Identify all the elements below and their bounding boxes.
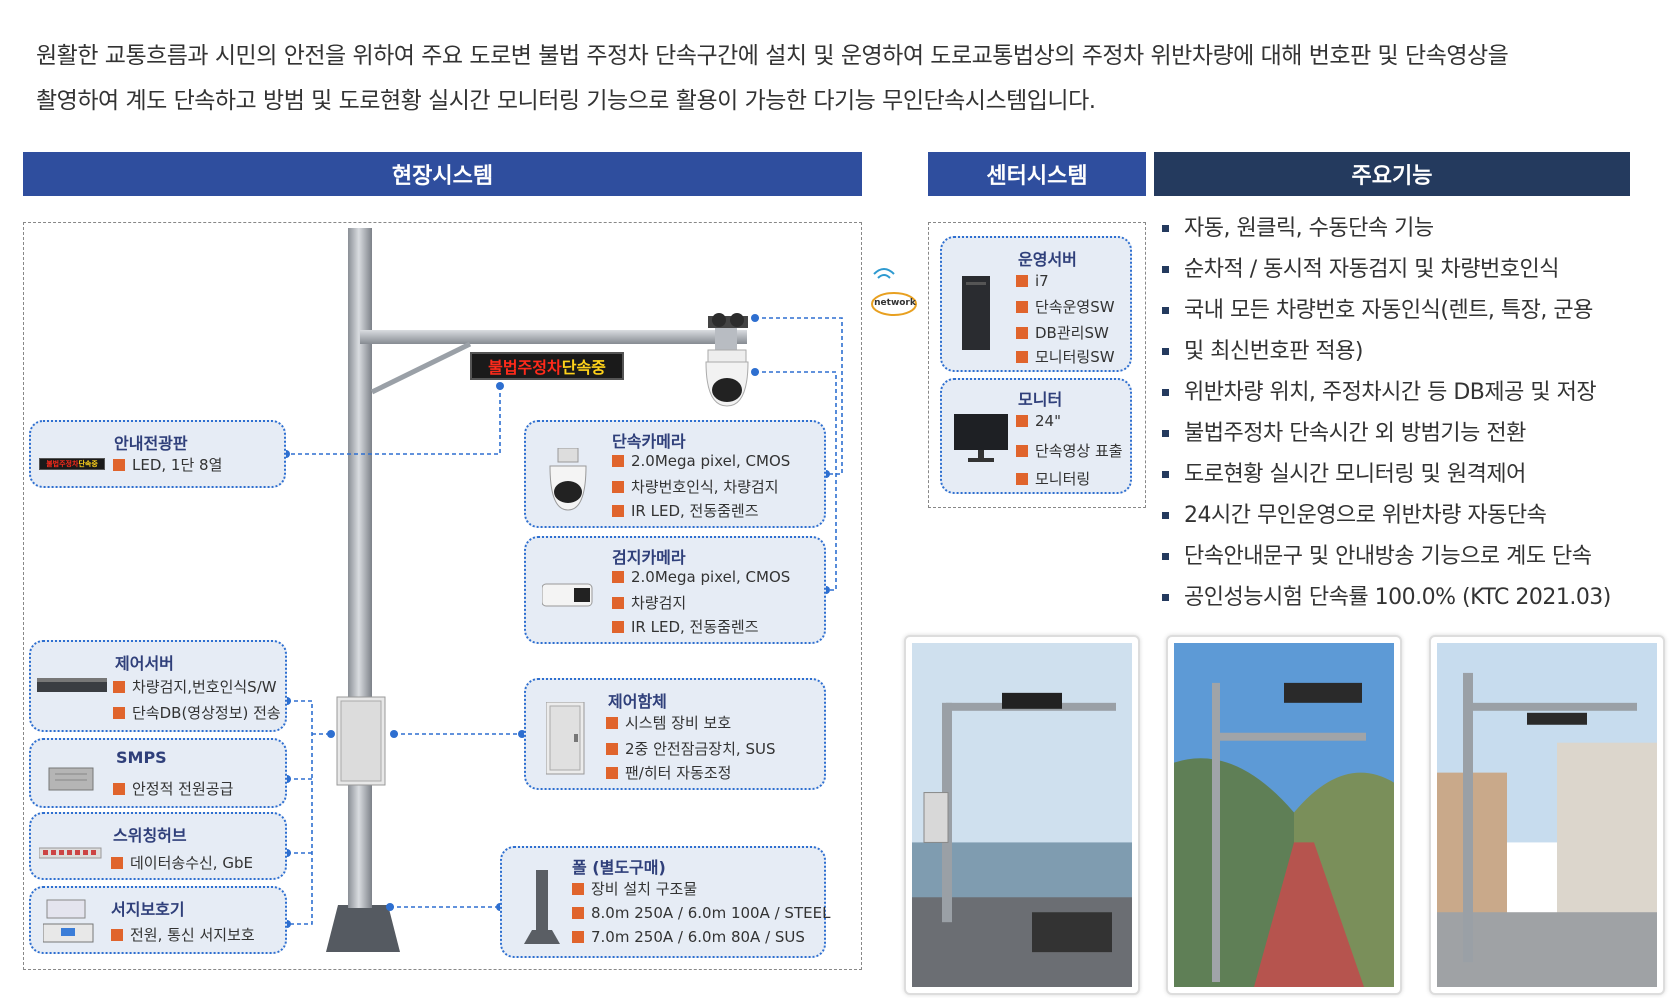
monitor-item: 모니터링 (1016, 468, 1090, 489)
main-functions-header: 주요기능 (1154, 152, 1630, 196)
monitor-item: 24" (1016, 412, 1061, 430)
function-item: 위반차량 위치, 주정차시간 등 DB제공 및 저장 (1162, 372, 1632, 413)
detect-camera-card: 검지카메라 2.0Mega pixel, CMOS 차량검지 IR LED, 전… (524, 536, 826, 644)
function-item: 국내 모든 차량번호 자동인식(렌트, 특장, 군용 (1162, 290, 1632, 331)
function-item: 불법주정차 단속시간 외 방범기능 전환 (1162, 413, 1632, 454)
operation-server-item: DB관리SW (1016, 322, 1109, 343)
switch-hub-card: 스위칭허브 데이터송수신, GbE (29, 812, 287, 880)
sign-red-text: 불법주정차 (488, 358, 562, 377)
cabinet-icon (546, 702, 585, 775)
switch-hub-icon (39, 847, 102, 859)
detect-camera-title: 검지카메라 (612, 548, 686, 567)
monitor-icon (954, 414, 1008, 462)
switch-hub-title: 스위칭허브 (113, 826, 187, 845)
display-board-item: LED, 1단 8열 (113, 454, 222, 475)
detect-camera-item: IR LED, 전동줌렌즈 (612, 616, 759, 637)
enforce-camera-title: 단속카메라 (612, 432, 686, 451)
surge-protector-card: 서지보호기 전원, 통신 서지보호 (29, 886, 287, 954)
control-box-item: 2중 안전잠금장치, SUS (606, 738, 775, 759)
surge-protector-item: 전원, 통신 서지보호 (111, 924, 255, 945)
pole-item: 7.0m 250A / 6.0m 80A / SUS (572, 928, 805, 946)
function-item: 순차적 / 동시적 자동검지 및 차량번호인식 (1162, 249, 1632, 290)
enforce-camera-card: 단속카메라 2.0Mega pixel, CMOS 차량번호인식, 차량검지 I… (524, 420, 826, 528)
pole-icon (524, 870, 560, 944)
sign-yellow-text: 단속중 (561, 358, 606, 377)
field-system-frame (23, 222, 862, 970)
pole-item: 8.0m 250A / 6.0m 100A / STEEL (572, 904, 830, 922)
control-server-item: 차량검지,번호인식S/W (113, 676, 277, 697)
main-functions-list: 자동, 원클릭, 수동단속 기능 순차적 / 동시적 자동검지 및 차량번호인식… (1162, 208, 1632, 618)
function-item: 자동, 원클릭, 수동단속 기능 (1162, 208, 1632, 249)
smps-card: SMPS 안정적 전원공급 (29, 738, 287, 808)
function-item: 단속안내문구 및 안내방송 기능으로 계도 단속 (1162, 536, 1632, 577)
display-board-title: 안내전광판 (114, 434, 188, 453)
pole-base (326, 905, 400, 952)
monitor-card: 모니터 24" 단속영상 표출 모니터링 (940, 378, 1132, 494)
center-system-frame (928, 222, 1146, 508)
detect-camera-item: 차량검지 (612, 592, 686, 613)
install-photo-1 (904, 635, 1140, 995)
surge-protector-icon (43, 899, 94, 943)
install-photo-2 (1166, 635, 1402, 995)
function-item: 도로현황 실시간 모니터링 및 원격제어 (1162, 454, 1632, 495)
function-item-continued: 및 최신번호판 적용) (1162, 331, 1632, 372)
monitor-item: 단속영상 표출 (1016, 440, 1123, 461)
operation-server-title: 운영서버 (1018, 250, 1077, 269)
pole-title: 폴 (별도구매) (572, 858, 666, 877)
network-icon (871, 268, 917, 316)
intro-line-2: 촬영하여 계도 단속하고 방범 및 도로현황 실시간 모니터링 기능으로 활용이… (36, 88, 1096, 114)
intro-text: 원활한 교통흐름과 시민의 안전을 위하여 주요 도로변 불법 주정차 단속구간… (36, 34, 1636, 124)
control-server-title: 제어서버 (115, 654, 174, 673)
control-server-card: 제어서버 차량검지,번호인식S/W 단속DB(영상정보) 전송 (29, 640, 287, 732)
enforce-camera-item: IR LED, 전동줌렌즈 (612, 500, 759, 521)
switch-hub-item: 데이터송수신, GbE (111, 852, 253, 873)
center-system-header: 센터시스템 (928, 152, 1146, 196)
ptz-camera-icon (549, 448, 587, 511)
control-box-title: 제어함체 (608, 692, 667, 711)
enforce-camera-item: 2.0Mega pixel, CMOS (612, 452, 790, 470)
field-system-header: 현장시스템 (23, 152, 862, 196)
monitor-title: 모니터 (1018, 390, 1063, 409)
enforce-camera-item: 차량번호인식, 차량검지 (612, 476, 779, 497)
pole-item: 장비 설치 구조물 (572, 878, 697, 899)
detect-camera-item: 2.0Mega pixel, CMOS (612, 568, 790, 586)
smps-title: SMPS (116, 748, 167, 767)
control-box-card: 제어함체 시스템 장비 보호 2중 안전잠금장치, SUS 팬/히터 자동조정 (524, 678, 826, 790)
pole-arm (360, 330, 747, 344)
power-supply-icon (48, 767, 94, 791)
intro-line-1: 원활한 교통흐름과 시민의 안전을 위하여 주요 도로변 불법 주정차 단속구간… (36, 43, 1509, 69)
smps-item: 안정적 전원공급 (113, 778, 233, 799)
function-item: 24시간 무인운영으로 위반차량 자동단속 (1162, 495, 1632, 536)
install-photo-3 (1429, 635, 1665, 995)
server-unit-icon (37, 678, 107, 692)
operation-server-item: 단속운영SW (1016, 296, 1115, 317)
control-box-item: 시스템 장비 보호 (606, 712, 731, 733)
control-box-item: 팬/히터 자동조정 (606, 762, 731, 783)
bullet-camera-icon (542, 583, 593, 607)
network-label: network (874, 298, 916, 308)
surge-protector-title: 서지보호기 (111, 900, 185, 919)
pc-tower-icon (962, 276, 990, 350)
ptz-camera-icon (707, 349, 747, 363)
control-server-item: 단속DB(영상정보) 전송 (113, 702, 281, 723)
operation-server-item: 모니터링SW (1016, 346, 1115, 367)
function-item: 공인성능시험 단속률 100.0% (KTC 2021.03) (1162, 577, 1632, 618)
operation-server-card: 운영서버 i7 단속운영SW DB관리SW 모니터링SW (940, 236, 1132, 372)
operation-server-item: i7 (1016, 272, 1049, 290)
pole-card: 폴 (별도구매) 장비 설치 구조물 8.0m 250A / 6.0m 100A… (500, 846, 830, 958)
